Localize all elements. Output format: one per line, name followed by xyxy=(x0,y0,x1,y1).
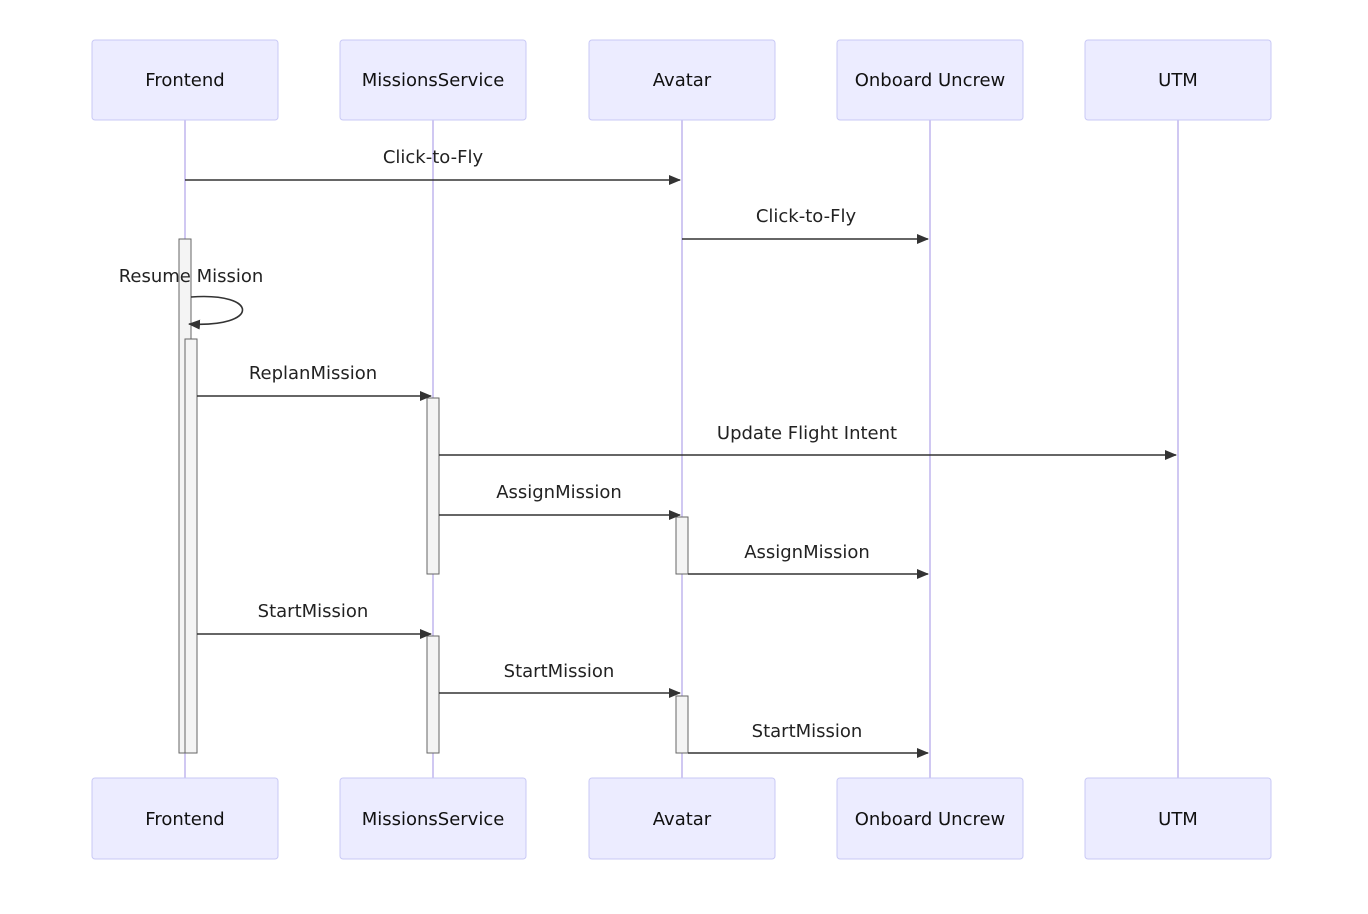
message-label: Resume Mission xyxy=(119,266,264,287)
actor-frontend-top: Frontend xyxy=(91,39,279,121)
lifelines xyxy=(184,120,1179,778)
activations xyxy=(178,238,689,754)
message-label: StartMission xyxy=(258,601,369,622)
message-label: StartMission xyxy=(752,721,863,742)
activation-missions-service-2 xyxy=(426,635,440,754)
actor-label: MissionsService xyxy=(362,70,505,91)
actor-onboard-uncrew-top: Onboard Uncrew xyxy=(836,39,1024,121)
messages: Click-to-Fly Click-to-Fly Resume Mission… xyxy=(119,147,1177,758)
actor-label: Avatar xyxy=(653,70,712,91)
actor-label: Frontend xyxy=(145,70,224,91)
message-resume-mission: Resume Mission xyxy=(119,266,264,330)
actor-missions-service-bottom: MissionsService xyxy=(339,777,527,860)
activation-avatar-1 xyxy=(675,516,689,575)
message-assign-mission-1: AssignMission xyxy=(439,482,681,520)
actor-label: UTM xyxy=(1158,70,1198,91)
message-label: StartMission xyxy=(504,661,615,682)
message-label: AssignMission xyxy=(496,482,622,503)
message-label: Click-to-Fly xyxy=(756,206,857,227)
actors-bottom: Frontend MissionsService Avatar Onboard … xyxy=(91,777,1272,860)
actor-label: MissionsService xyxy=(362,809,505,830)
message-label: Update Flight Intent xyxy=(717,423,897,444)
message-click-to-fly-1: Click-to-Fly xyxy=(185,147,681,185)
actor-missions-service-top: MissionsService xyxy=(339,39,527,121)
actor-label: Frontend xyxy=(145,809,224,830)
message-update-flight-intent: Update Flight Intent xyxy=(439,423,1177,460)
actor-utm-top: UTM xyxy=(1084,39,1272,121)
activation-missions-service-1 xyxy=(426,397,440,575)
message-start-mission-1: StartMission xyxy=(197,601,432,639)
actor-avatar-bottom: Avatar xyxy=(588,777,776,860)
message-label: ReplanMission xyxy=(249,363,377,384)
actor-frontend-bottom: Frontend xyxy=(91,777,279,860)
actor-utm-bottom: UTM xyxy=(1084,777,1272,860)
actor-label: Avatar xyxy=(653,809,712,830)
activation-avatar-2 xyxy=(675,695,689,754)
activation-frontend-inner xyxy=(184,338,198,754)
actor-onboard-uncrew-bottom: Onboard Uncrew xyxy=(836,777,1024,860)
actor-label: UTM xyxy=(1158,809,1198,830)
message-self-loop xyxy=(188,295,244,330)
message-assign-mission-2: AssignMission xyxy=(688,542,929,579)
actors-top: Frontend MissionsService Avatar Onboard … xyxy=(91,39,1272,121)
actor-avatar-top: Avatar xyxy=(588,39,776,121)
message-replan-mission: ReplanMission xyxy=(197,363,432,401)
message-label: AssignMission xyxy=(744,542,870,563)
actor-label: Onboard Uncrew xyxy=(855,70,1006,91)
message-start-mission-3: StartMission xyxy=(688,721,929,758)
message-click-to-fly-2: Click-to-Fly xyxy=(682,206,929,244)
actor-label: Onboard Uncrew xyxy=(855,809,1006,830)
message-start-mission-2: StartMission xyxy=(439,661,681,698)
message-label: Click-to-Fly xyxy=(383,147,484,168)
